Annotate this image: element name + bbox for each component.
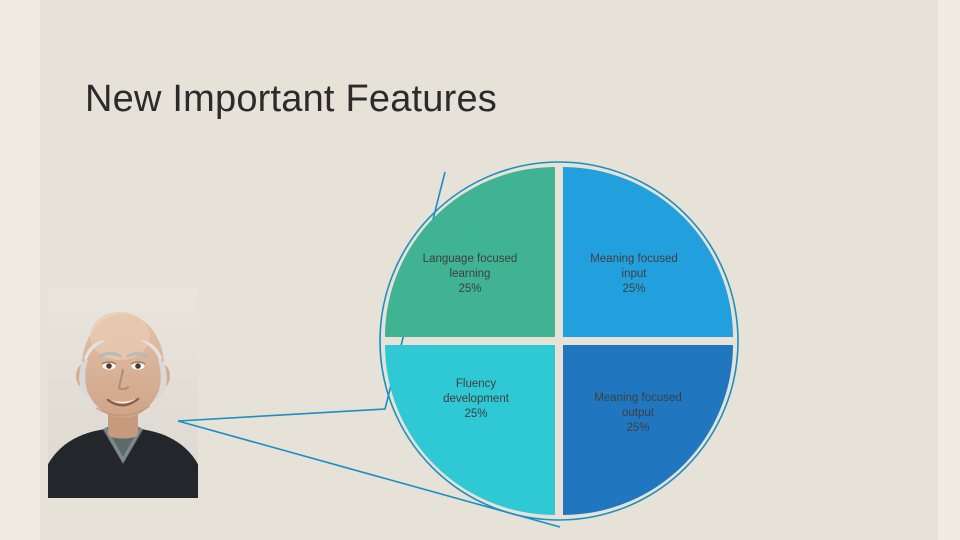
pie-label-line1: Meaning focused [594, 392, 682, 404]
pie-slice-language-focused-learning[interactable] [385, 167, 555, 337]
pie-slice-meaning-focused-input[interactable] [563, 167, 733, 337]
pie-chart-svg [379, 161, 739, 521]
pie-chart: Language focused learning 25% Meaning fo… [378, 160, 740, 522]
pie-label-line2: input [621, 268, 647, 280]
pie-label-line2: learning [449, 268, 491, 280]
slide-right-margin [938, 0, 960, 540]
portrait-photo [48, 288, 198, 498]
pie-label-fluency-development: Fluency development 25% [416, 377, 536, 422]
pie-label-line1: Fluency [455, 378, 497, 390]
pie-label-value: 25% [626, 422, 650, 434]
page-title: New Important Features [85, 78, 498, 120]
pie-slice-meaning-focused-output[interactable] [563, 345, 733, 515]
pie-label-value: 25% [458, 283, 482, 295]
pie-label-line2: development [443, 393, 509, 405]
pie-label-meaning-focused-output: Meaning focused output 25% [578, 391, 698, 436]
pie-label-line1: Language focused [422, 253, 518, 265]
pie-slice-fluency-development[interactable] [385, 345, 555, 515]
pie-label-value: 25% [464, 408, 488, 420]
pie-label-line2: output [622, 407, 654, 419]
slide-left-margin [0, 0, 40, 540]
portrait-image [48, 288, 198, 498]
pie-label-language-focused-learning: Language focused learning 25% [410, 252, 530, 297]
pie-label-value: 25% [622, 283, 646, 295]
pie-label-line1: Meaning focused [590, 253, 678, 265]
pie-label-meaning-focused-input: Meaning focused input 25% [574, 252, 694, 297]
